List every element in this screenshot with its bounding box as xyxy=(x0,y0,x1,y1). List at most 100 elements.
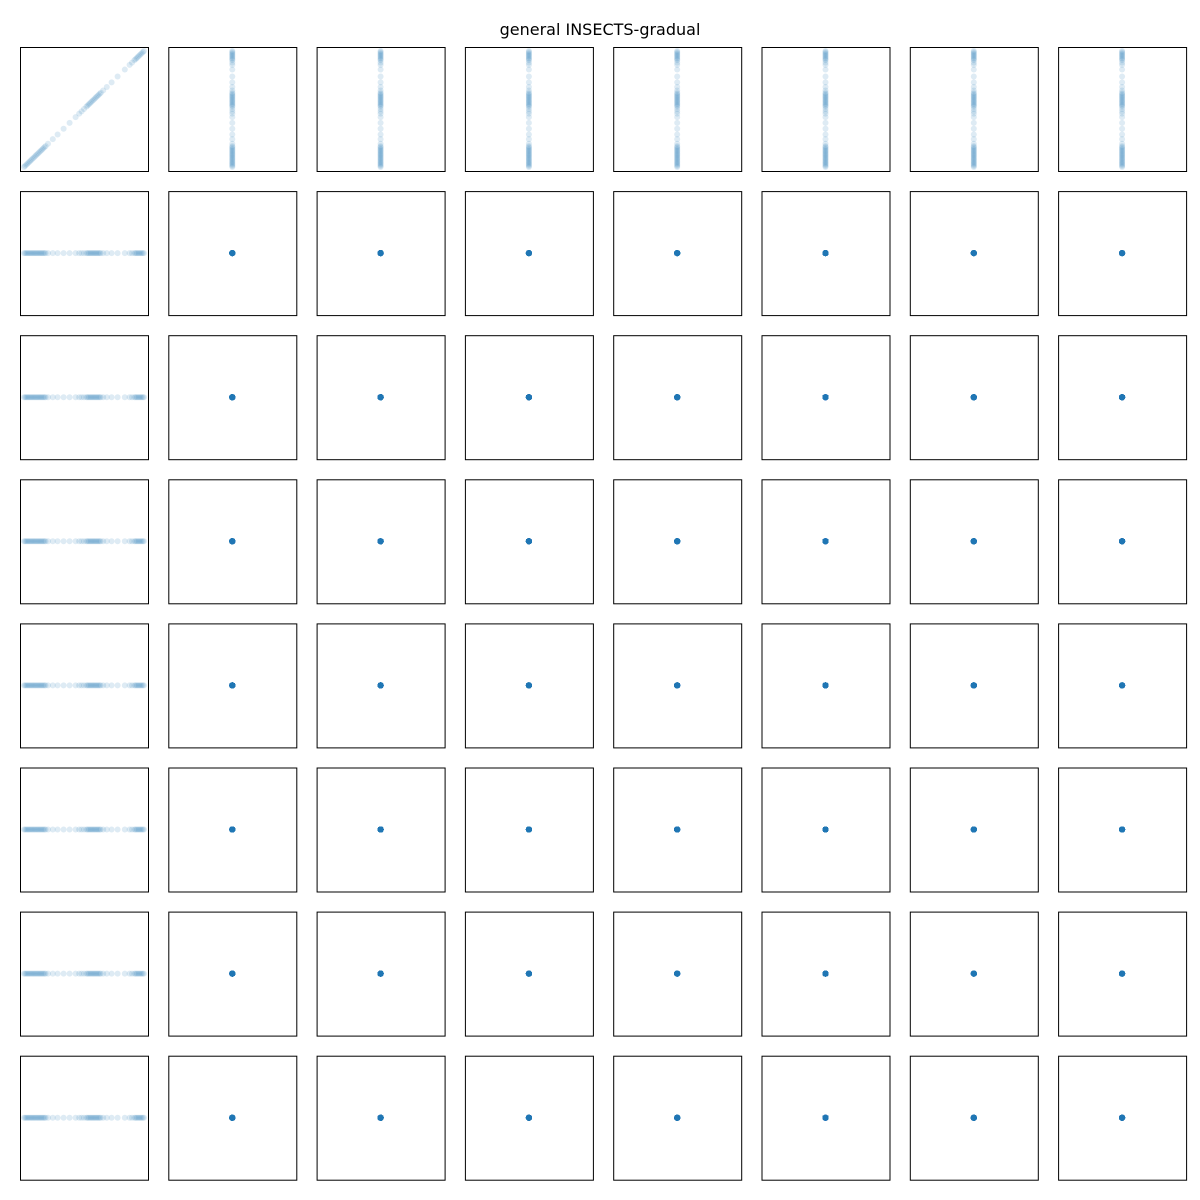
data-point xyxy=(35,970,42,977)
data-point xyxy=(525,148,532,155)
data-point xyxy=(54,826,61,833)
data-point xyxy=(95,92,102,99)
data-point xyxy=(970,160,977,167)
data-point xyxy=(1119,90,1126,97)
data-point xyxy=(674,87,681,94)
data-point xyxy=(66,250,73,257)
data-point xyxy=(33,682,39,689)
data-point xyxy=(34,682,41,689)
data-point xyxy=(674,161,681,168)
data-point xyxy=(93,250,99,257)
data-point xyxy=(141,48,147,54)
data-point xyxy=(822,102,829,109)
data-point xyxy=(525,106,532,112)
data-point xyxy=(121,1114,128,1121)
data-point xyxy=(132,56,139,63)
data-point xyxy=(141,1114,147,1121)
data-point xyxy=(39,250,45,257)
data-point xyxy=(229,140,236,147)
subplot-r6-c5 xyxy=(761,911,891,1037)
data-point xyxy=(674,155,681,162)
data-point xyxy=(377,51,384,58)
data-point xyxy=(674,90,681,97)
data-point xyxy=(108,538,115,545)
data-point xyxy=(21,394,27,401)
data-point xyxy=(1119,92,1126,99)
subplot-r1-c5 xyxy=(761,191,891,317)
data-point xyxy=(137,394,144,401)
data-point xyxy=(24,682,31,689)
data-point xyxy=(674,1114,681,1121)
data-point xyxy=(1119,150,1126,157)
data-point xyxy=(94,538,101,545)
data-point xyxy=(525,157,532,164)
data-point xyxy=(674,51,681,58)
data-point xyxy=(40,1114,47,1121)
subplot-r4-c4 xyxy=(613,623,743,749)
data-point xyxy=(525,250,532,257)
data-point xyxy=(78,1114,85,1121)
data-point xyxy=(93,970,99,977)
data-point xyxy=(970,147,977,154)
data-point xyxy=(121,394,128,401)
data-point xyxy=(229,155,236,162)
subplot-r3-c2 xyxy=(316,479,446,605)
data-point xyxy=(95,826,102,833)
data-point xyxy=(377,48,384,54)
data-point xyxy=(27,250,33,257)
data-point xyxy=(377,161,384,168)
data-point xyxy=(674,95,681,102)
data-point xyxy=(229,61,236,68)
data-point xyxy=(229,99,236,106)
data-point xyxy=(76,682,83,689)
data-point xyxy=(22,1114,29,1121)
data-point xyxy=(822,97,829,104)
data-point xyxy=(29,970,36,977)
data-point xyxy=(28,250,35,257)
data-point xyxy=(970,100,977,107)
data-point xyxy=(525,108,532,115)
data-point xyxy=(674,144,681,151)
data-point xyxy=(377,151,384,158)
data-point xyxy=(126,538,133,545)
data-point xyxy=(90,538,97,545)
data-point xyxy=(133,970,140,977)
data-point xyxy=(89,394,96,401)
data-point xyxy=(78,826,85,833)
data-point xyxy=(822,79,829,86)
data-point xyxy=(137,970,144,977)
data-point xyxy=(132,1114,139,1121)
data-point xyxy=(34,1114,41,1121)
data-point xyxy=(229,48,236,54)
data-point xyxy=(674,57,681,64)
data-point xyxy=(674,970,681,977)
data-point xyxy=(81,394,87,401)
data-point xyxy=(131,250,138,257)
data-point xyxy=(141,970,147,977)
data-point xyxy=(377,150,384,157)
data-point xyxy=(141,538,147,545)
subplot-frame xyxy=(316,47,446,172)
data-point xyxy=(970,53,977,60)
data-point xyxy=(139,1114,146,1121)
data-point xyxy=(229,125,236,132)
data-point xyxy=(377,144,384,151)
data-point xyxy=(36,148,43,155)
data-point xyxy=(34,538,41,545)
data-point xyxy=(60,826,67,833)
subplot-frame xyxy=(20,47,149,172)
data-point xyxy=(229,103,236,110)
data-point xyxy=(377,159,384,166)
data-point xyxy=(76,394,83,401)
data-point xyxy=(131,826,138,833)
data-point xyxy=(1119,144,1126,151)
data-point xyxy=(525,682,532,689)
data-point xyxy=(822,95,829,102)
data-point xyxy=(525,160,532,167)
subplot-r7-c0 xyxy=(20,1055,149,1181)
data-point xyxy=(525,153,532,160)
data-point xyxy=(29,250,36,257)
data-point xyxy=(525,119,532,126)
data-point xyxy=(822,119,829,126)
data-point xyxy=(970,152,977,159)
